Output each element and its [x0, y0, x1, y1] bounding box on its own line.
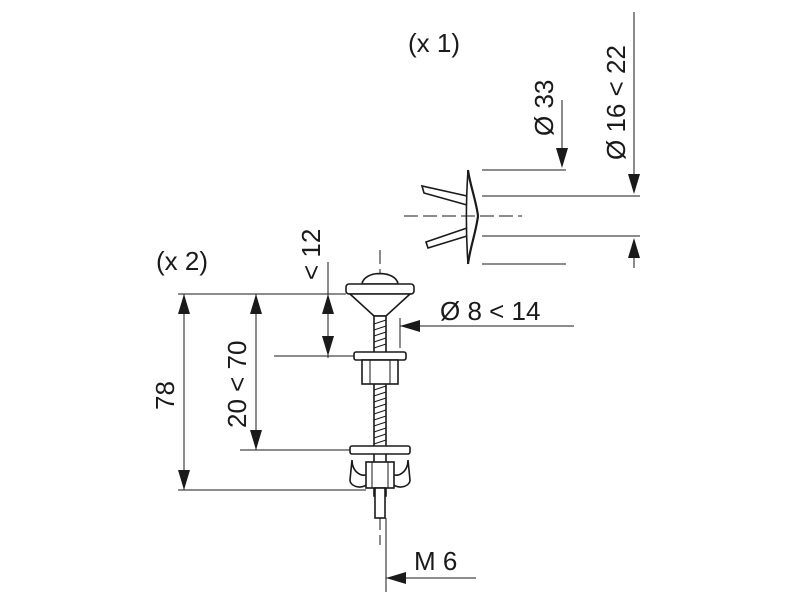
bolt-quantity-label: (x 2)	[156, 246, 208, 276]
dia-16-22-label: Ø 16 < 22	[601, 45, 631, 160]
dim-78-label: 78	[150, 381, 180, 410]
upper-nut	[361, 359, 399, 385]
dia-8-14-label: Ø 8 < 14	[440, 296, 540, 326]
dim-20-70-label: 20 < 70	[222, 341, 252, 428]
upper-washer	[353, 351, 407, 361]
dia-33-label: Ø 33	[529, 80, 559, 136]
bolt-assembly-part: (x 2)	[150, 229, 574, 592]
thread-m6-label: M 6	[414, 546, 457, 576]
cap-dome	[466, 169, 480, 265]
cover-cap-part: (x 1) Ø 33 Ø 16 < 22	[404, 12, 640, 268]
bolt-head-cone	[347, 293, 413, 317]
bolt-head-dome	[361, 272, 399, 285]
lower-washer	[349, 445, 411, 455]
dim-12-label: < 12	[296, 229, 326, 280]
cap-quantity-label: (x 1)	[408, 28, 460, 58]
bolt-head-flange	[345, 283, 415, 295]
cap-spring-legs	[420, 184, 468, 206]
bolt-thread-marks	[373, 319, 387, 451]
